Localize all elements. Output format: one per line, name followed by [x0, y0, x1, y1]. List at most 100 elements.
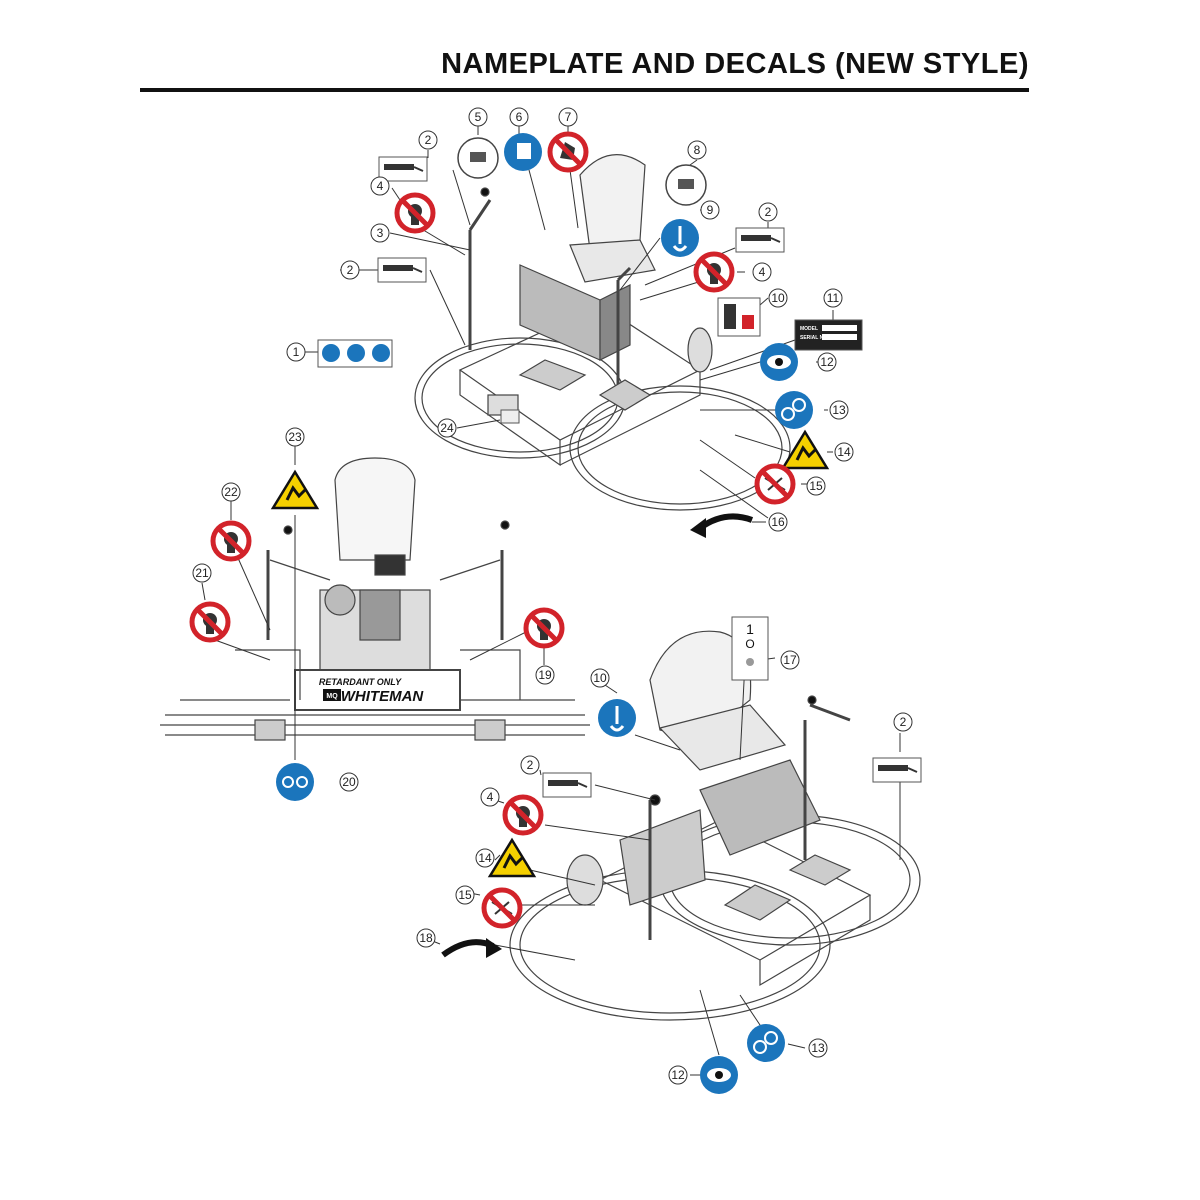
- callout-9: 9: [700, 200, 720, 220]
- switch-off-label: O: [745, 637, 754, 651]
- callout-label: 6: [516, 110, 523, 124]
- callout-24: 24: [437, 418, 457, 438]
- callout-label: 19: [538, 668, 552, 682]
- callout-circle: [285, 427, 305, 447]
- decal-15-no-rotation-rear: [481, 887, 523, 929]
- callout-label: 8: [694, 143, 701, 157]
- callout-1: 1: [286, 342, 306, 362]
- callout-circle: [339, 772, 359, 792]
- callout-label: 11: [827, 291, 840, 305]
- callout-circle: [700, 200, 720, 220]
- decal-22-no-rider-sign: [213, 523, 249, 559]
- callout-circle: [768, 288, 788, 308]
- callout-circle: [687, 140, 707, 160]
- callout-7: 7: [558, 107, 578, 127]
- callout-circle: [437, 418, 457, 438]
- callout-label: 12: [671, 1068, 685, 1082]
- decal-23-hot-surface-warning: [271, 470, 319, 510]
- decal-24-logo-plate: [500, 409, 520, 424]
- decal-8-round-panel: [665, 164, 707, 206]
- callout-label: 2: [900, 715, 907, 729]
- decal-16-rotation-arrow: [690, 513, 754, 538]
- callout-8: 8: [687, 140, 707, 160]
- callout-11: 11: [823, 288, 843, 308]
- decal-17-switch-panel: 1 O: [731, 616, 769, 681]
- callout-circle: [370, 176, 390, 196]
- callout-circle: [418, 130, 438, 150]
- callout-label: 21: [195, 566, 209, 580]
- decal-15-no-rotation-top: [754, 463, 796, 505]
- callout-circle: [221, 482, 241, 502]
- decal-6-operator-manual-sign: [504, 133, 542, 171]
- callout-label: 4: [759, 265, 766, 279]
- callout-label: 4: [487, 790, 494, 804]
- callout-label: 20: [342, 775, 356, 789]
- callout-circle: [480, 787, 500, 807]
- callout-label: 10: [771, 291, 785, 305]
- callout-19: 19: [535, 665, 555, 685]
- callout-label: 23: [288, 430, 302, 444]
- callout-circle: [893, 712, 913, 732]
- title-rule: [140, 88, 1029, 92]
- callout-label: 14: [478, 851, 492, 865]
- callout-circle: [752, 262, 772, 282]
- decal-2-handle-right: [735, 227, 785, 253]
- callout-circle: [286, 342, 306, 362]
- callout-label: 2: [347, 263, 354, 277]
- callout-label: 15: [458, 888, 472, 902]
- decal-2-handle-top-left: [378, 156, 428, 182]
- callout-label: 3: [377, 226, 384, 240]
- callout-circle: [520, 755, 540, 775]
- callout-label: 14: [837, 445, 851, 459]
- callout-circle: [535, 665, 555, 685]
- callout-circle: [558, 107, 578, 127]
- callout-2: 2: [340, 260, 360, 280]
- mq-logo-text: MQ: [326, 693, 338, 700]
- callout-circle: [668, 1065, 688, 1085]
- nameplate-model-label: MODEL: [800, 326, 818, 332]
- callout-circle: [509, 107, 529, 127]
- decal-20-belt-sign: [276, 763, 314, 801]
- rear-machine-drawing: [509, 630, 921, 1021]
- decal-21-no-hand-sign: [192, 604, 228, 640]
- callout-2: 2: [520, 755, 540, 775]
- callout-2: 2: [418, 130, 438, 150]
- callout-label: 4: [377, 179, 384, 193]
- top-machine-drawing: [414, 154, 791, 511]
- decal-1-ppe-strip: [317, 339, 393, 368]
- decal-4-prohibition-right: [696, 254, 732, 290]
- decal-4-prohibition-left: [397, 195, 433, 231]
- callout-circle: [823, 288, 843, 308]
- callout-label: 1: [293, 345, 300, 359]
- callout-label: 16: [771, 515, 785, 529]
- callout-label: 13: [832, 403, 846, 417]
- mq-logo: [323, 689, 341, 701]
- callout-15: 15: [806, 476, 826, 496]
- decal-9-lift-point-sign: [661, 219, 699, 257]
- decal-9-lift-point-sign-rear: [598, 699, 636, 737]
- callout-label: 2: [527, 758, 534, 772]
- callout-label: 9: [707, 203, 714, 217]
- decal-2-handle-rear-right: [872, 757, 922, 783]
- decal-10-fuel-panel: [717, 297, 761, 337]
- callout-21: 21: [192, 563, 212, 583]
- decal-5-round-panel: [457, 137, 499, 179]
- callout-label: 7: [565, 110, 572, 124]
- callout-14: 14: [834, 442, 854, 462]
- page-title: NAMEPLATE AND DECALS (NEW STYLE): [441, 48, 1029, 80]
- callout-17: 17: [780, 650, 800, 670]
- callout-label: 5: [475, 110, 482, 124]
- callout-circle: [829, 400, 849, 420]
- callout-circle: [817, 352, 837, 372]
- callout-3: 3: [370, 223, 390, 243]
- callout-4: 4: [370, 176, 390, 196]
- callout-20: 20: [339, 772, 359, 792]
- callout-16: 16: [768, 512, 788, 532]
- callout-10: 10: [768, 288, 788, 308]
- callout-5: 5: [468, 107, 488, 127]
- callout-label: 17: [783, 653, 797, 667]
- callout-6: 6: [509, 107, 529, 127]
- callout-circle: [590, 668, 610, 688]
- callout-label: 12: [820, 355, 834, 369]
